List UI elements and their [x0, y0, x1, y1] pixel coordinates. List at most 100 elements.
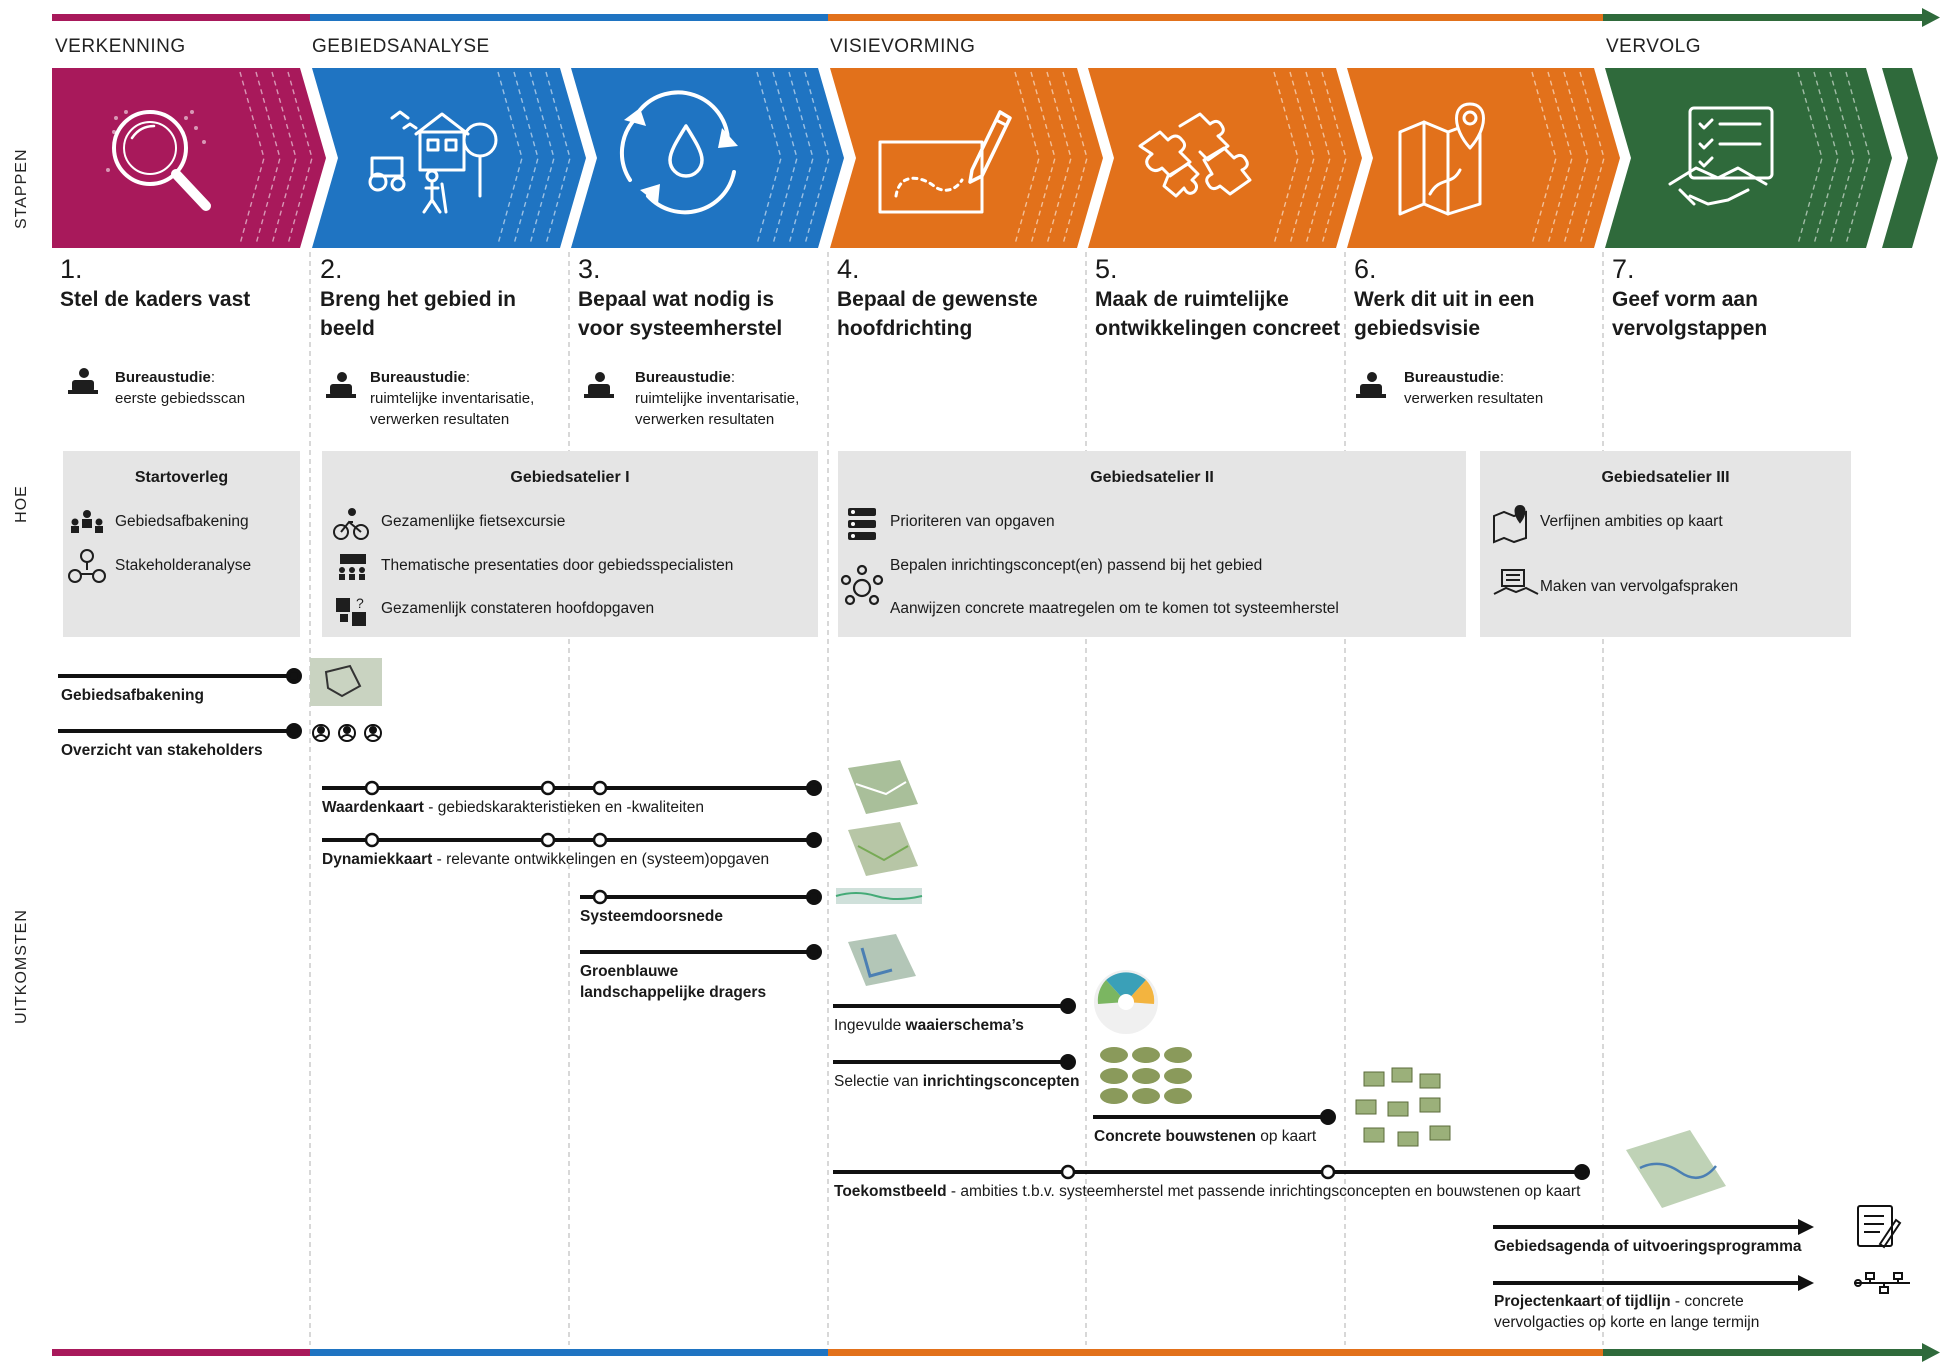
- person-desk-icon: [326, 372, 356, 398]
- activity-stakeholderanalyse: Stakeholderanalyse: [115, 557, 252, 574]
- agenda-document-icon: [1857, 1205, 1902, 1249]
- chevron-step-3: [571, 68, 844, 248]
- chevron-step-4: [830, 68, 1103, 248]
- step-chevrons: [52, 68, 1938, 248]
- row-label-uitkomsten: UITKOMSTEN: [13, 909, 30, 1024]
- activity-prioriteren: Prioriteren van opgaven: [890, 513, 1055, 530]
- outcome-waardenkaart: Waardenkaart - gebiedskarakteristieken e…: [322, 799, 704, 816]
- top-phase-bar: [52, 8, 1940, 27]
- row-label-hoe: HOE: [13, 485, 30, 523]
- box-startoverleg-title: Startoverleg: [134, 469, 229, 486]
- puzzle-question-icon: ?: [336, 595, 366, 626]
- svg-text:?: ?: [356, 595, 364, 611]
- bureaustudie-3: Bureaustudie:ruimtelijke inventarisatie,…: [635, 369, 800, 428]
- handshake-icon: [1668, 106, 1774, 206]
- step-number: 3.: [578, 254, 601, 284]
- presentation-icon: [339, 554, 366, 580]
- puzzle-icon: [1138, 112, 1252, 198]
- step-number: 4.: [837, 254, 860, 284]
- map-pin-small-icon: [1493, 504, 1527, 544]
- activity-ambities-kaart: Verfijnen ambities op kaart: [1540, 513, 1723, 530]
- map-pin-icon: [1398, 102, 1485, 216]
- activity-gebiedsafbakening: Gebiedsafbakening: [115, 513, 249, 530]
- person-desk-icon: [1356, 372, 1386, 398]
- stakeholder-network-icon: [68, 549, 106, 583]
- outcome-gebiedsagenda: Gebiedsagenda of uitvoeringsprogramma: [1494, 1238, 1802, 1255]
- bottom-phase-bar: [52, 1343, 1940, 1362]
- chevron-step-5: [1088, 68, 1362, 248]
- outcome-inrichtingsconcepten: Selectie van inrichtingsconcepten: [834, 1073, 1080, 1090]
- thumbnail-toekomstbeeld: [1626, 1130, 1726, 1208]
- bicycle-icon: [333, 508, 369, 540]
- box-atelier2-title: Gebiedsatelier II: [1090, 469, 1214, 486]
- thumbnail-systeemdoorsnede: [835, 888, 923, 904]
- thumbnail-dynamiekkaart: [848, 822, 918, 876]
- milestone-markers: [364, 780, 1336, 1180]
- step-number: 7.: [1612, 254, 1635, 284]
- outcome-waaierschemas: Ingevulde waaierschema’s: [834, 1017, 1024, 1034]
- sketch-icon: [878, 110, 1012, 214]
- box-startoverleg-bg: [63, 451, 300, 637]
- phase-label-vervolg: VERVOLG: [1606, 36, 1702, 57]
- bureaustudie-1: Bureaustudie:eerste gebiedsscan: [115, 369, 246, 407]
- outcome-toekomstbeeld: Toekomstbeeld - ambities t.b.v. systeemh…: [834, 1183, 1581, 1200]
- outcome-dynamiekkaart: Dynamiekkaart - relevante ontwikkelingen…: [322, 851, 770, 868]
- outcome-systeemdoorsnede: Systeemdoorsnede: [580, 908, 723, 925]
- bureaustudie-2: Bureaustudie:ruimtelijke inventarisatie,…: [370, 369, 535, 428]
- person-desk-icon: [68, 368, 98, 394]
- step-number: 1.: [60, 254, 83, 284]
- chevron-step-2: [312, 68, 586, 248]
- thumbnail-groenblauw: [848, 934, 916, 986]
- stakeholder-avatars: [312, 724, 382, 742]
- thumbnail-inrichtingsconcepten: [1100, 1047, 1192, 1104]
- outcome-stakeholders: Overzicht van stakeholders: [61, 742, 263, 759]
- person-desk-icon: [584, 372, 614, 398]
- activity-presentaties: Thematische presentaties door gebiedsspe…: [381, 557, 734, 574]
- priority-list-icon: [848, 508, 876, 540]
- step-title: Stel de kaders vast: [60, 288, 251, 311]
- magnifier-icon: [106, 110, 211, 211]
- step-number: 2.: [320, 254, 343, 284]
- outcome-timelines: [58, 668, 1814, 1291]
- thumbnail-bouwstenen: [1355, 1067, 1451, 1147]
- box-atelier3-title: Gebiedsatelier III: [1601, 469, 1730, 486]
- step-1: 1. Stel de kaders vast: [60, 254, 300, 314]
- chevron-tail: [1882, 68, 1938, 248]
- step-number: 6.: [1354, 254, 1377, 284]
- landscape-icon: [368, 110, 498, 214]
- phase-label-gebiedsanalyse: GEBIEDSANALYSE: [312, 36, 490, 57]
- activity-vervolgafspraken: Maken van vervolgafspraken: [1540, 578, 1739, 595]
- box-atelier3-bg: [1480, 451, 1851, 637]
- activity-fietsexcursie: Gezamenlijke fietsexcursie: [381, 513, 566, 530]
- group-area-icon: [71, 510, 103, 533]
- chevron-step-1: [52, 68, 326, 248]
- thumbnail-area-map: [310, 658, 382, 706]
- chevron-step-6: [1347, 68, 1620, 248]
- thumbnail-waardenkaart: [848, 760, 918, 814]
- timeline-icon: [1854, 1272, 1910, 1294]
- step-number: 5.: [1095, 254, 1118, 284]
- phase-label-visievorming: VISIEVORMING: [830, 36, 976, 57]
- box-atelier1-bg: [322, 451, 818, 637]
- activity-hoofdopgaven: Gezamenlijk constateren hoofdopgaven: [381, 600, 655, 617]
- phase-label-verkenning: VERKENNING: [55, 36, 186, 57]
- column-dividers: [309, 252, 1604, 1345]
- activity-maatregelen: Aanwijzen concrete maatregelen om te kom…: [890, 600, 1339, 617]
- row-label-stappen: STAPPEN: [13, 148, 30, 230]
- activity-inrichtingsconcept: Bepalen inrichtingsconcept(en) passend b…: [890, 557, 1263, 574]
- concept-network-icon: [840, 564, 884, 606]
- outcome-gebiedsafbakening: Gebiedsafbakening: [61, 687, 204, 704]
